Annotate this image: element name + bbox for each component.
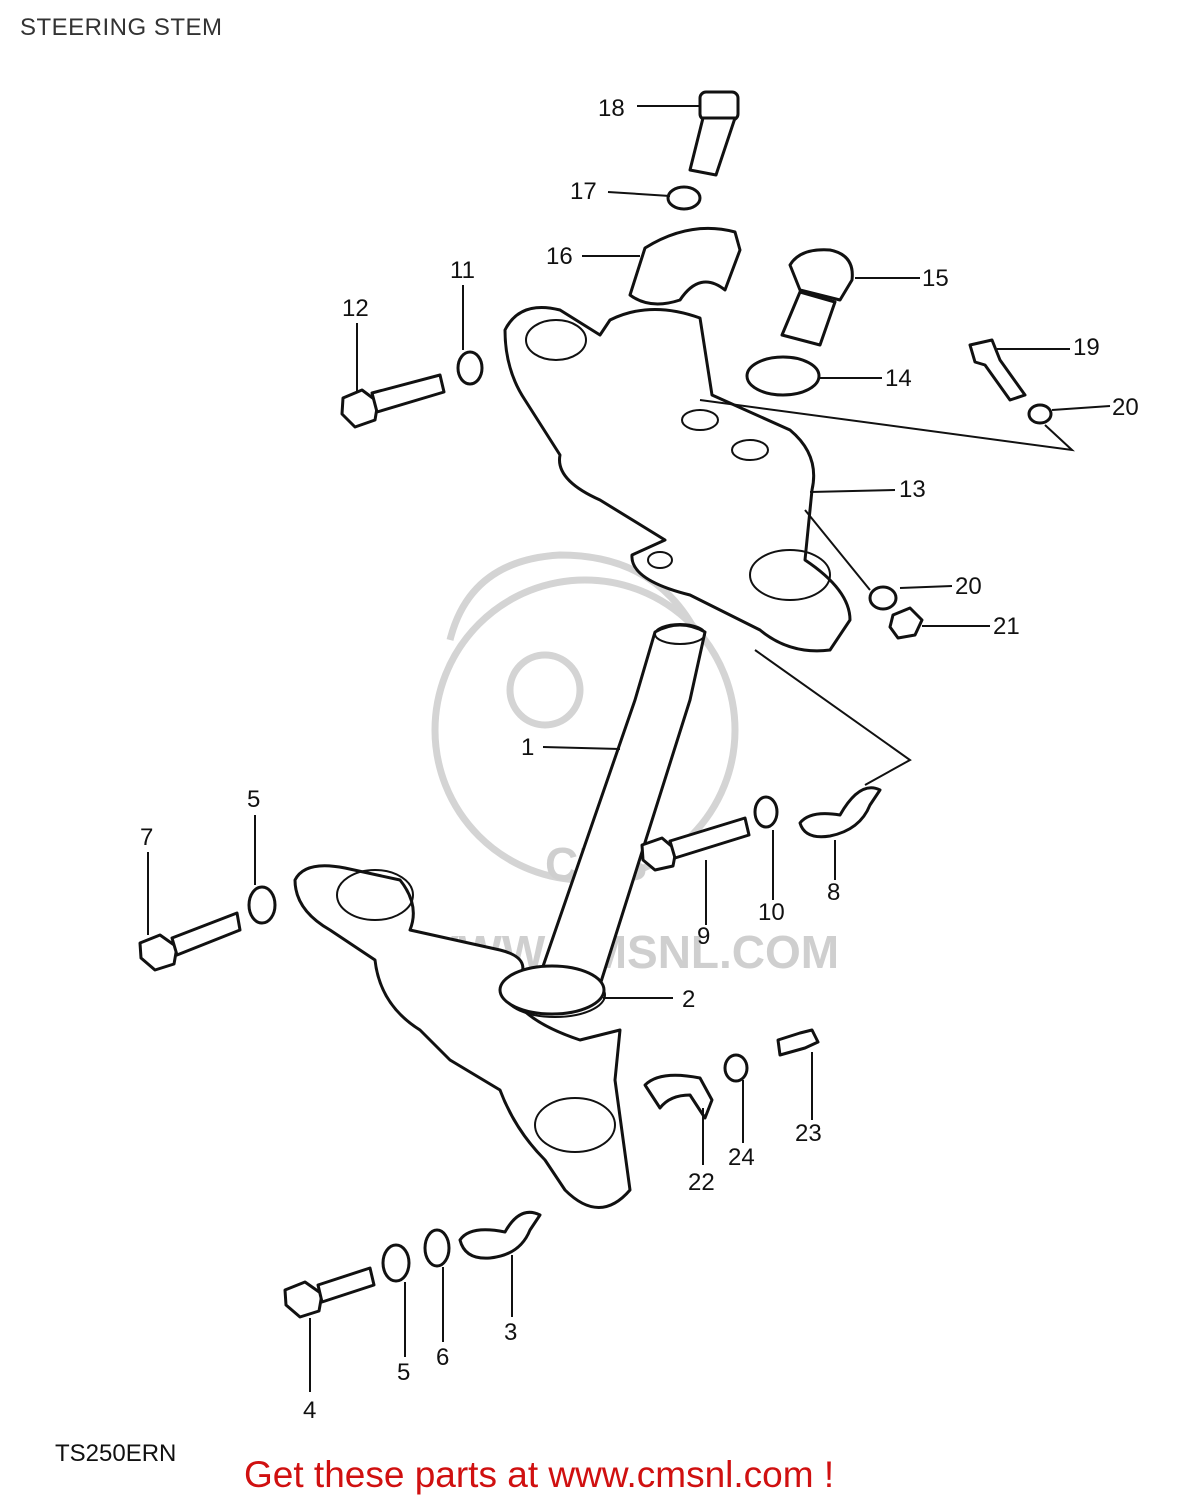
callout-4: 4 <box>303 1397 316 1424</box>
model-code: TS250ERN <box>55 1440 177 1467</box>
page-title: STEERING STEM <box>20 14 223 41</box>
part-5-washer-lower <box>381 1243 411 1283</box>
part-2-seal <box>498 964 606 1016</box>
part-14-washer <box>745 355 821 397</box>
part-11-washer <box>456 350 484 386</box>
part-18-bolt <box>688 90 740 177</box>
callout-14: 14 <box>885 365 912 392</box>
callout-7: 7 <box>140 824 153 851</box>
promo-link[interactable]: Get these parts at www.cmsnl.com ! <box>244 1454 835 1495</box>
callout-21: 21 <box>993 613 1020 640</box>
callout-17: 17 <box>570 178 597 205</box>
part-20-washer <box>1027 403 1053 425</box>
callout-16: 16 <box>546 243 573 270</box>
callout-20-upper: 20 <box>1112 394 1139 421</box>
part-16-handlebar-holder <box>628 226 742 306</box>
callout-15: 15 <box>922 265 949 292</box>
callout-23: 23 <box>795 1120 822 1147</box>
part-20-washer-lower <box>868 585 898 611</box>
part-15-bolt <box>780 248 854 347</box>
part-3-clip <box>458 1210 542 1260</box>
part-6-washer <box>423 1228 451 1268</box>
callout-13: 13 <box>899 476 926 503</box>
callout-8: 8 <box>827 879 840 906</box>
callout-6: 6 <box>436 1344 449 1371</box>
callout-10: 10 <box>758 899 785 926</box>
part-23-screw <box>776 1028 820 1057</box>
callout-12: 12 <box>342 295 369 322</box>
part-7-bolt <box>138 911 242 972</box>
callout-5-upper: 5 <box>247 786 260 813</box>
leader-lines <box>147 105 1111 1392</box>
callout-22: 22 <box>688 1169 715 1196</box>
part-10-washer <box>753 795 779 829</box>
callout-2: 2 <box>682 986 695 1013</box>
callout-11: 11 <box>450 257 475 284</box>
callout-18: 18 <box>598 95 625 122</box>
part-8-clip <box>798 786 882 839</box>
callout-5-lower: 5 <box>397 1359 410 1386</box>
part-19-bolt <box>968 338 1027 402</box>
part-21-nut <box>888 606 924 640</box>
part-24-washer <box>723 1053 749 1083</box>
part-4-bolt <box>283 1266 376 1319</box>
callout-3: 3 <box>504 1319 517 1346</box>
part-5-washer-upper <box>247 885 277 925</box>
part-lower-bracket <box>293 864 632 1209</box>
part-9-bolt <box>640 816 751 872</box>
callout-19: 19 <box>1073 334 1100 361</box>
callout-20-lower: 20 <box>955 573 982 600</box>
part-12-bolt <box>340 373 446 429</box>
callout-labels: 18 17 16 15 14 19 20 13 20 21 12 11 1 7 … <box>140 95 1139 1424</box>
callout-1: 1 <box>521 734 534 761</box>
part-17-washer <box>666 185 702 211</box>
callout-9: 9 <box>697 923 710 950</box>
callout-24: 24 <box>728 1144 755 1171</box>
part-13-upper-bracket <box>503 306 852 653</box>
part-22-clamp <box>643 1073 714 1120</box>
parts-diagram: CMS WWW.CMSNL.COM <box>138 90 1139 1424</box>
